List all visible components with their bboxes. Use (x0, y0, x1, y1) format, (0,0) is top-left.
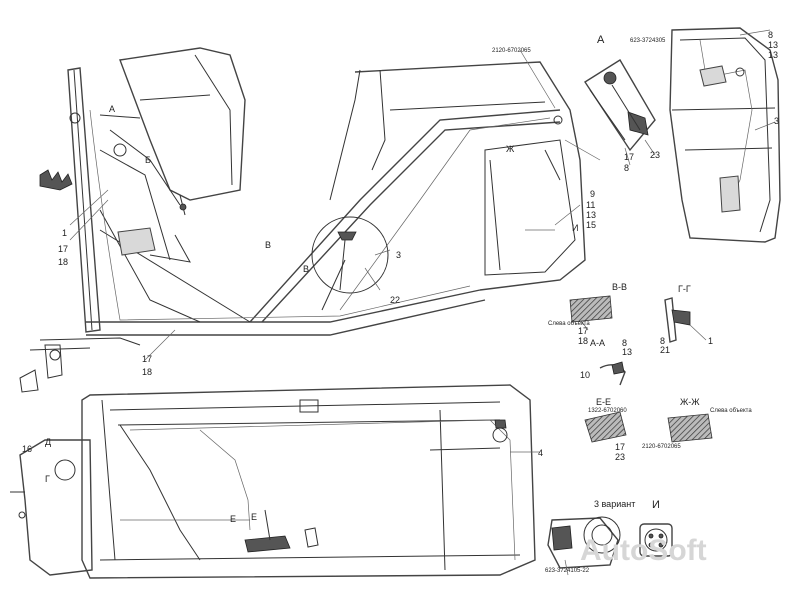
section-gg-title: Г-Г (678, 284, 691, 294)
cab-floor-plan (10, 384, 540, 579)
view-i-connector (639, 523, 673, 557)
label-a-top: А (109, 104, 115, 114)
view-a-detail (584, 59, 656, 166)
section-vv-title: В-В (612, 282, 627, 292)
section-zhzh (667, 413, 713, 443)
door-panel-right (669, 27, 781, 243)
section-3-title: 3 вариант (594, 499, 635, 509)
label-i1: И (572, 223, 578, 233)
label-16: 16 (22, 444, 32, 454)
side-note-2: Слева объекта (710, 408, 752, 414)
label-17b: 17 (142, 354, 152, 364)
part-e: 1322-6702060 (588, 408, 627, 414)
cab-frame-side-view (19, 47, 586, 393)
label-21: 21 (660, 345, 670, 355)
label-e2: Е (251, 512, 257, 522)
side-note-1: Слева объекта (548, 321, 590, 327)
view-i-title: И (652, 499, 660, 511)
label-13b: 13 (768, 40, 778, 50)
section-zhzh-title: Ж-Ж (680, 397, 700, 407)
label-g: Г (45, 474, 50, 484)
part-top: 2120-6702065 (492, 48, 531, 54)
label-8c: 8 (660, 336, 665, 346)
label-zh: Ж (506, 144, 515, 154)
label-17c: 17 (624, 152, 634, 162)
label-a-view: А (597, 34, 605, 46)
part-zh: 2120-6702065 (642, 444, 681, 450)
leader-lines-upper (69, 49, 601, 361)
label-v1: В (265, 240, 271, 250)
label-1: 1 (62, 228, 67, 238)
label-18c: 18 (578, 336, 588, 346)
section-gg (664, 297, 707, 343)
label-13: 13 (586, 210, 596, 220)
label-8a: 8 (624, 163, 629, 173)
section-aa (599, 361, 626, 386)
section-vv (569, 295, 613, 331)
label-v2: В (303, 264, 309, 274)
label-4: 4 (538, 448, 543, 458)
label-22: 22 (390, 295, 400, 305)
label-15b: 13 (768, 50, 778, 60)
section-aa-title: А-А (590, 338, 605, 348)
label-11: 11 (586, 200, 595, 210)
label-9: 9 (590, 189, 595, 199)
label-17d: 17 (578, 326, 588, 336)
label-15: 15 (586, 220, 596, 230)
section-ee-title: Е-Е (596, 397, 611, 407)
label-3a: 3 (396, 250, 401, 260)
label-3b: 3 (774, 116, 779, 126)
label-1b: 1 (708, 336, 713, 346)
label-17a: 17 (58, 244, 68, 254)
section-ee (584, 411, 627, 443)
label-18a: 18 (58, 257, 68, 267)
label-b: Б (145, 155, 151, 165)
label-23: 23 (650, 150, 660, 160)
label-d: Д (45, 437, 51, 447)
label-13c: 13 (622, 347, 632, 357)
watermark: AutoSoft (580, 534, 707, 567)
label-8d: 8 (622, 338, 627, 348)
part-right: 623-3724305 (630, 38, 666, 44)
label-8b: 8 (768, 30, 773, 40)
label-17e: 17 (615, 442, 625, 452)
label-18b: 18 (142, 367, 152, 377)
label-e1: Е (230, 514, 236, 524)
label-23b: 23 (615, 452, 625, 462)
variant-3-detail (547, 516, 621, 576)
label-10: 10 (580, 370, 590, 380)
